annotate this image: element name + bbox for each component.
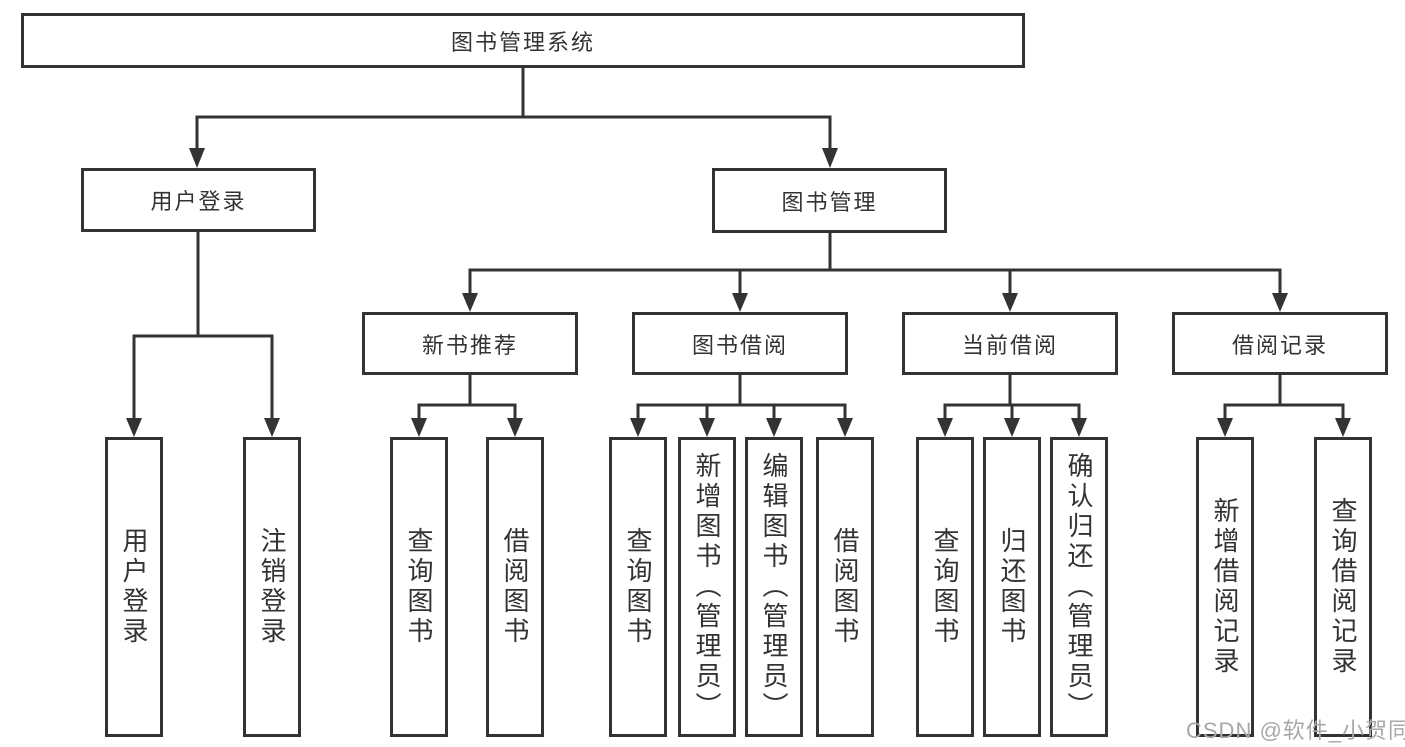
leaf-add-book-admin: 新增图书（管理员） (678, 437, 736, 737)
arrowhead (1272, 293, 1288, 312)
arrowhead (1335, 418, 1351, 437)
arrowhead (507, 418, 523, 437)
arrowhead (264, 418, 280, 437)
arrowhead (937, 418, 953, 437)
node-new-book-recommend: 新书推荐 (362, 312, 578, 375)
leaf-borrow-book: 借阅图书 (816, 437, 874, 737)
arrowhead (1004, 418, 1020, 437)
watermark: CSDN @软件_小贺同学 (1186, 718, 1405, 743)
node-root-system: 图书管理系统 (21, 13, 1025, 68)
leaf-borrow-book-recommend: 借阅图书 (486, 437, 544, 737)
leaf-confirm-return-admin: 确认归还（管理员） (1050, 437, 1108, 737)
leaf-query-book-recommend: 查询图书 (390, 437, 448, 737)
arrowhead (189, 148, 205, 168)
leaf-edit-book-admin: 编辑图书（管理员） (745, 437, 803, 737)
node-borrow-records: 借阅记录 (1172, 312, 1388, 375)
arrowhead (732, 293, 748, 312)
arrowhead (699, 418, 715, 437)
arrowhead (1071, 418, 1087, 437)
arrowhead (126, 418, 142, 437)
arrowhead (1002, 293, 1018, 312)
leaf-add-borrow-record: 新增借阅记录 (1196, 437, 1254, 737)
leaf-logout: 注销登录 (243, 437, 301, 737)
arrowhead (411, 418, 427, 437)
node-user-login: 用户登录 (81, 168, 316, 232)
leaf-query-book-current: 查询图书 (916, 437, 974, 737)
node-current-borrow: 当前借阅 (902, 312, 1118, 375)
arrowhead (837, 418, 853, 437)
leaf-user-login: 用户登录 (105, 437, 163, 737)
arrowhead (822, 148, 838, 168)
node-book-borrow: 图书借阅 (632, 312, 848, 375)
node-book-management: 图书管理 (712, 168, 947, 233)
leaf-query-book-borrow: 查询图书 (609, 437, 667, 737)
leaf-return-book: 归还图书 (983, 437, 1041, 737)
arrowhead (766, 418, 782, 437)
arrowhead (630, 418, 646, 437)
arrowhead (462, 293, 478, 312)
leaf-query-borrow-record: 查询借阅记录 (1314, 437, 1372, 737)
arrowhead (1217, 418, 1233, 437)
